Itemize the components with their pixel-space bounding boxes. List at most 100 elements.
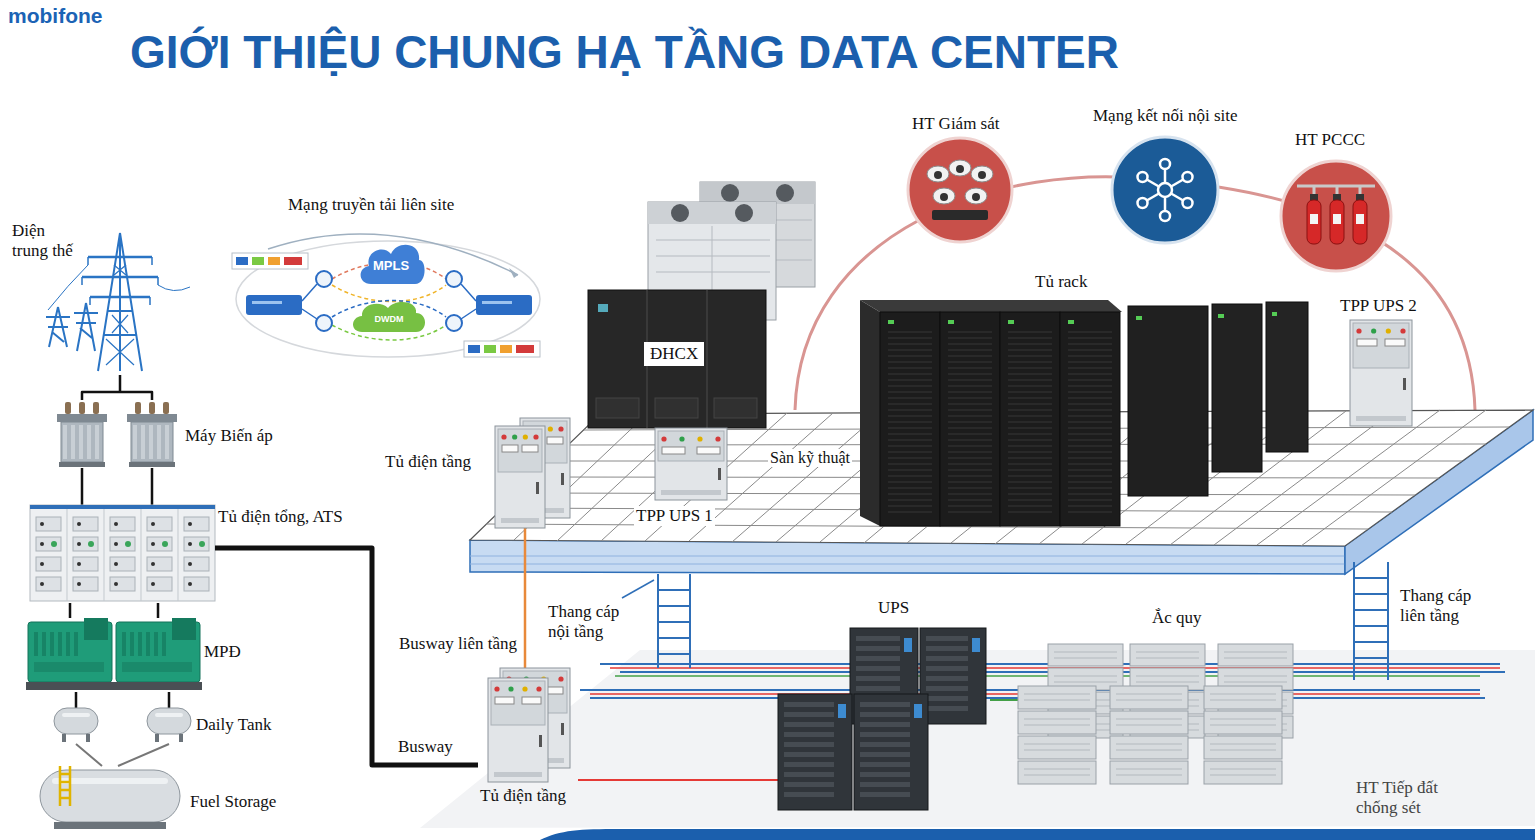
node-label: HT Giám sát	[912, 114, 1000, 134]
power-line-node-picture	[46, 307, 70, 347]
power-line-node-picture	[74, 303, 98, 351]
rack-row-node-picture	[1266, 302, 1308, 452]
ups-distribution-node-picture	[1403, 378, 1406, 390]
node-label: Mạng truyền tải liên site	[288, 195, 454, 215]
ups-node-picture	[784, 782, 834, 787]
rack-row-node-picture	[1000, 312, 1060, 526]
main-switchboard-node-picture	[114, 562, 118, 566]
ups-node-picture	[860, 702, 910, 707]
system-circle-picture	[1333, 214, 1341, 224]
main-switchboard-node-picture	[184, 517, 209, 531]
node-label: Fuel Storage	[190, 792, 276, 812]
floor-panel-node-picture	[561, 723, 564, 735]
node-label: Máy Biến áp	[185, 426, 273, 446]
system-circle-picture	[1171, 194, 1183, 201]
ups-node-picture	[854, 694, 928, 810]
ups-distribution-node-picture	[662, 447, 685, 454]
system-circle-picture	[965, 188, 987, 204]
battery-node-picture	[1048, 644, 1123, 666]
main-switchboard-node-picture	[67, 509, 68, 601]
transformer-node-picture	[87, 425, 91, 459]
power-line-node-picture	[48, 265, 190, 310]
wan-network-node-picture	[284, 257, 302, 265]
system-circle: HT Giám sát	[900, 112, 1020, 244]
ups-distribution-node-picture	[1353, 323, 1409, 368]
ups-node-picture	[926, 646, 968, 651]
generator-node-picture	[34, 632, 38, 656]
rack-row-node: Tủ rack	[860, 270, 1315, 528]
transformer-node-picture	[149, 402, 155, 414]
generator-node-picture	[154, 632, 158, 656]
ups-node-picture	[926, 666, 968, 671]
rack-row-node-picture	[860, 270, 1315, 528]
rack-row-node-picture	[888, 320, 894, 324]
generator-node-picture	[138, 632, 142, 656]
floor-panel-node-picture	[523, 434, 528, 439]
main-switchboard-node-picture	[141, 509, 142, 601]
transformer-node-picture	[127, 414, 177, 422]
battery-node-picture	[1224, 676, 1287, 682]
node-label: DWDM	[375, 308, 404, 324]
main-switchboard-node-picture	[51, 541, 57, 547]
daily-tank-node-picture	[155, 734, 159, 742]
generator-node-picture	[74, 632, 78, 656]
battery-node-picture	[1116, 719, 1182, 725]
ups-node-picture	[926, 676, 968, 681]
main-switchboard-node-picture	[151, 562, 155, 566]
main-switchboard-node-picture	[178, 509, 179, 601]
main-switchboard-node-picture	[36, 577, 61, 591]
fuel-storage-node-picture	[60, 766, 70, 806]
ups-node-picture	[860, 782, 910, 787]
main-switchboard-node-picture	[40, 562, 44, 566]
crac-unit-node-picture	[596, 398, 639, 418]
system-circle-picture	[1183, 198, 1193, 208]
battery-node-picture	[1218, 644, 1293, 666]
node-label: Tủ điện tầng	[480, 786, 566, 806]
wan-network-node-picture	[268, 257, 280, 265]
main-switchboard-node-picture	[215, 546, 362, 551]
main-switchboard-node-picture	[199, 541, 205, 547]
system-circle-picture	[1164, 169, 1167, 183]
generator-node-picture	[122, 632, 126, 656]
main-switchboard-node-picture	[151, 522, 155, 526]
node-label: Ắc quy	[1152, 608, 1202, 628]
daily-tank-node-picture	[86, 734, 90, 742]
generator-node-picture	[50, 632, 54, 656]
system-circle-picture	[934, 171, 942, 179]
generator-node-picture	[26, 682, 114, 690]
ups-distribution-node-picture	[658, 431, 724, 461]
generator-node-picture	[172, 618, 196, 640]
system-circle-picture	[956, 165, 964, 173]
battery-node-picture	[1224, 652, 1287, 658]
power-connector	[578, 779, 778, 781]
floor-panel-node-picture	[498, 429, 542, 472]
ups-node-picture	[926, 656, 968, 661]
floor-panel-node-picture	[522, 697, 541, 704]
daily-tank-node-picture	[179, 734, 183, 742]
power-line-node-picture	[106, 265, 134, 365]
ups-node-picture	[856, 676, 900, 681]
wan-network-node-picture	[246, 295, 302, 315]
system-circle-picture	[1075, 104, 1255, 246]
main-switchboard-node-picture	[30, 505, 215, 509]
battery-node-picture	[1110, 761, 1188, 784]
floor-panel-node-picture	[385, 418, 575, 528]
rack-row-node-picture	[948, 332, 992, 512]
main-switchboard-node-picture	[40, 582, 44, 586]
main-switchboard-node-picture	[188, 582, 192, 586]
main-switchboard-node-picture	[110, 577, 135, 591]
floor-panel-node-picture	[561, 473, 564, 485]
main-switchboard-node-picture	[88, 541, 94, 547]
rack-row-node-picture	[1060, 312, 1120, 526]
battery-node-picture	[1110, 686, 1188, 709]
rack-row-node-picture	[1272, 312, 1277, 316]
ups-distribution-node-picture	[697, 447, 720, 454]
transformer-node-picture	[59, 462, 105, 467]
transformer-node-picture	[63, 425, 67, 459]
wan-network-node-picture	[509, 268, 518, 278]
generator-node-picture	[130, 632, 134, 656]
system-circle-picture	[1147, 180, 1159, 187]
power-connector	[76, 692, 169, 708]
main-switchboard-node-picture	[147, 577, 172, 591]
node-label: MPLS	[373, 253, 409, 274]
